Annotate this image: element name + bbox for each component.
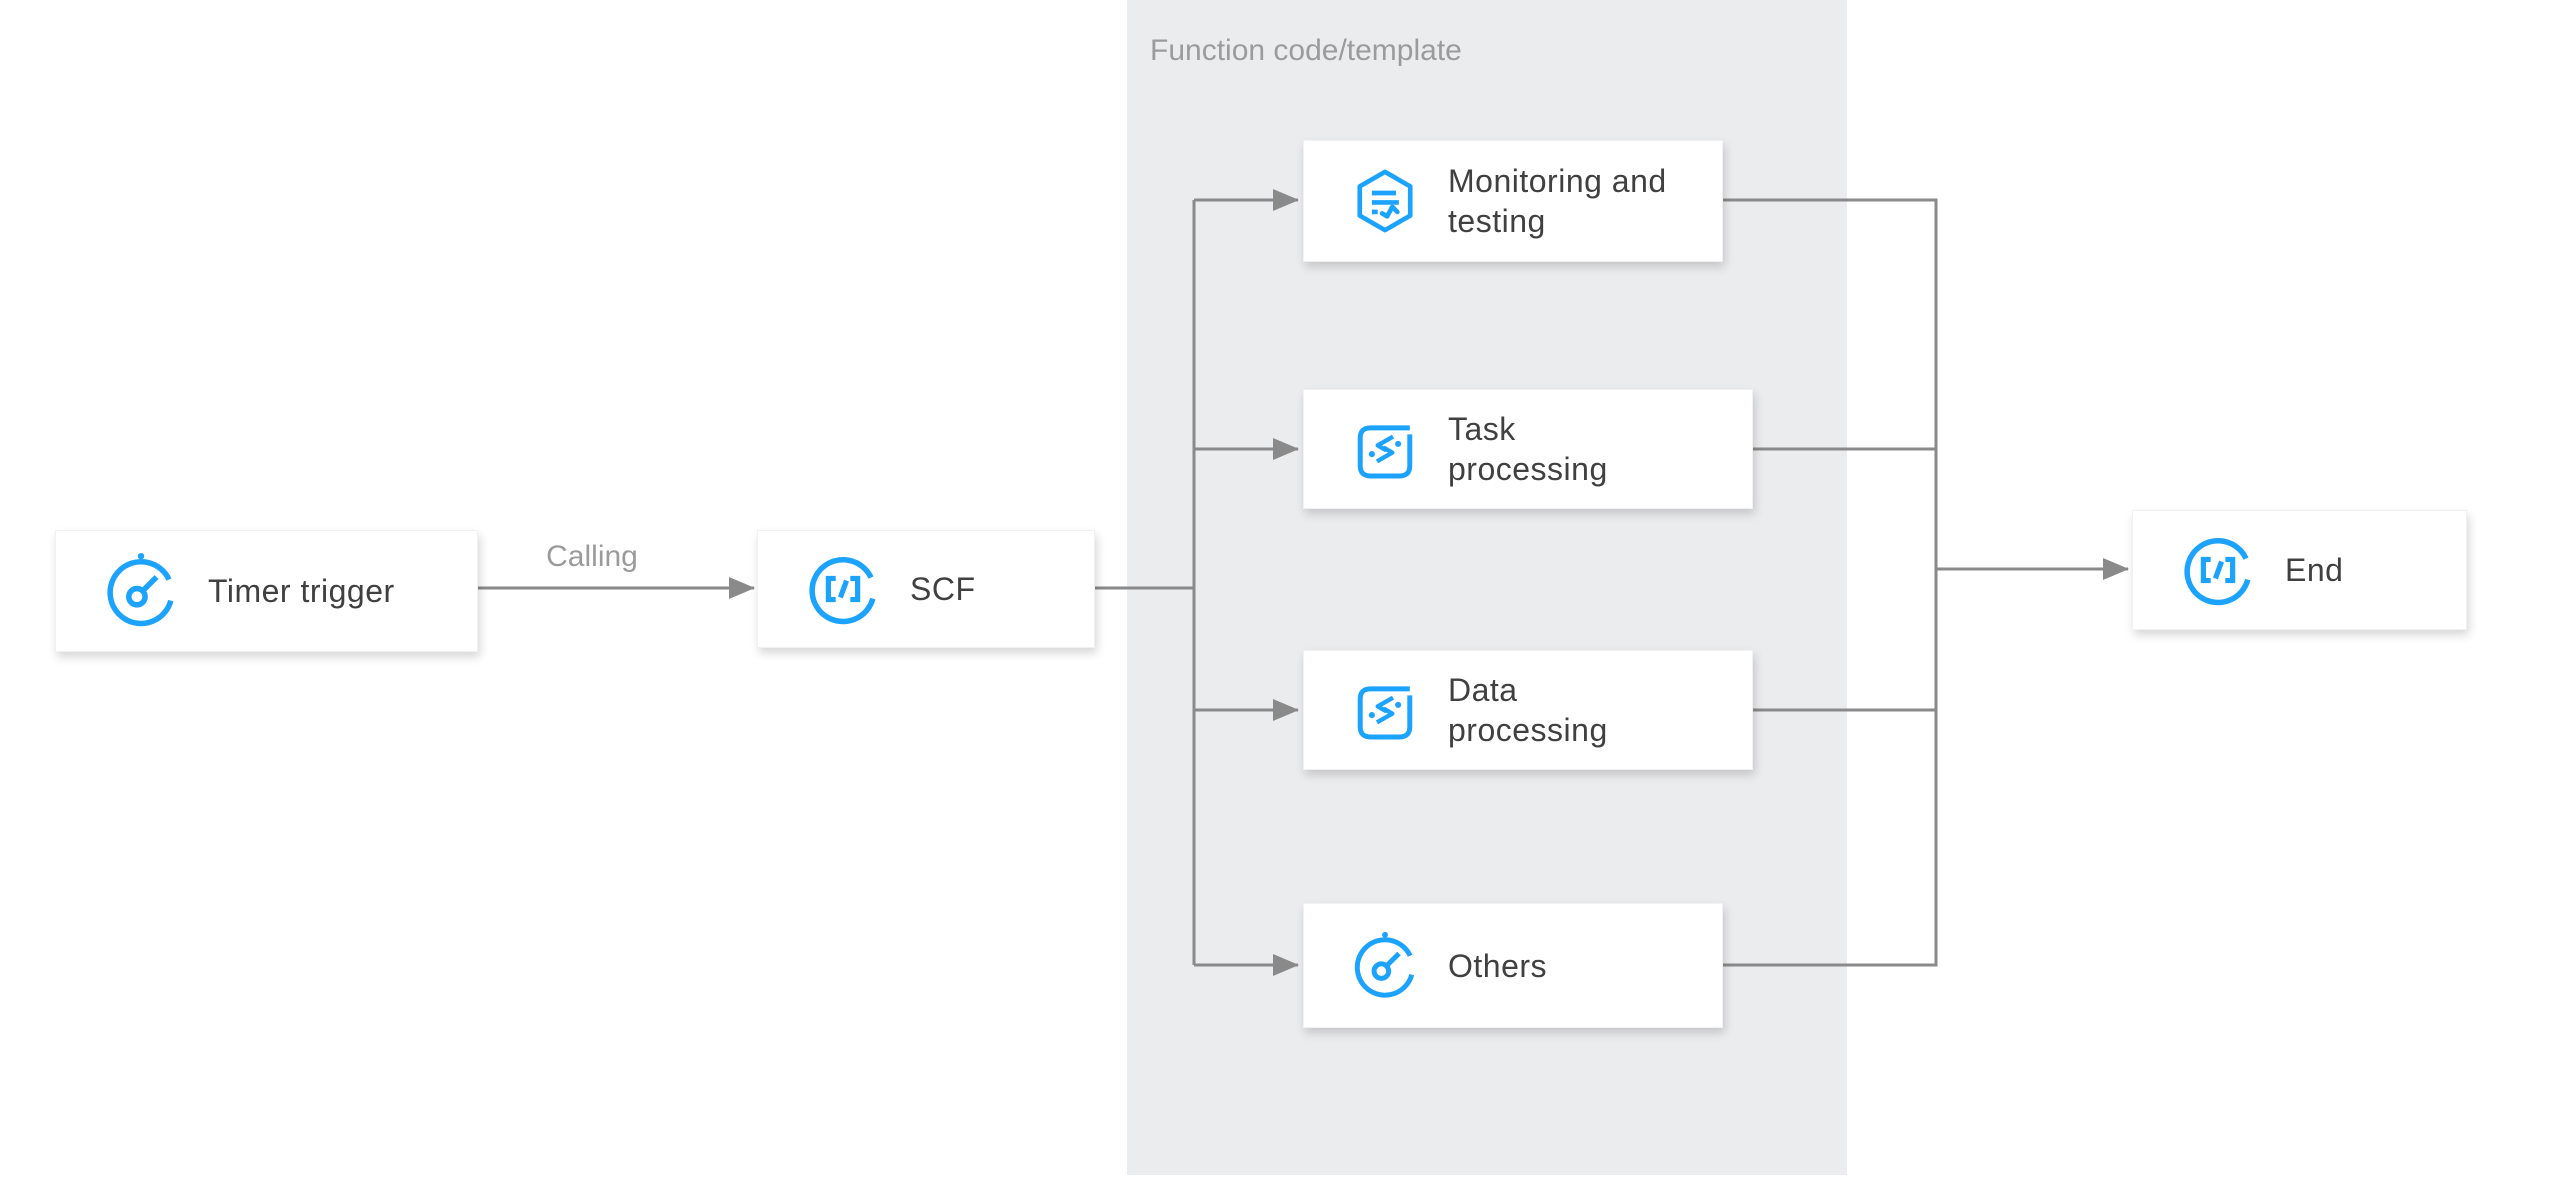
processing-icon bbox=[1350, 414, 1420, 484]
node-end: End bbox=[2132, 510, 2467, 630]
panel-title: Function code/template bbox=[1150, 34, 1462, 67]
scf-icon bbox=[804, 550, 882, 628]
node-task-processing: Task processing bbox=[1303, 389, 1753, 509]
node-timer-trigger: Timer trigger bbox=[55, 530, 478, 652]
edge-label-calling: Calling bbox=[546, 540, 638, 573]
node-label: Monitoring and testing bbox=[1448, 163, 1667, 239]
timer-icon bbox=[102, 552, 180, 630]
node-others: Others bbox=[1303, 903, 1723, 1028]
node-monitoring-and-testing: Monitoring and testing bbox=[1303, 140, 1723, 262]
monitoring-icon bbox=[1350, 166, 1420, 236]
node-label: Timer trigger bbox=[208, 573, 395, 609]
node-label: Data processing bbox=[1448, 672, 1608, 748]
node-label: SCF bbox=[910, 571, 976, 607]
node-label: End bbox=[2285, 552, 2344, 588]
processing-icon bbox=[1350, 675, 1420, 745]
scf-icon bbox=[2179, 531, 2257, 609]
node-label: Others bbox=[1448, 947, 1548, 984]
node-label: Task processing bbox=[1448, 411, 1608, 487]
node-scf: SCF bbox=[757, 530, 1095, 648]
node-data-processing: Data processing bbox=[1303, 650, 1753, 770]
timer-icon bbox=[1350, 931, 1420, 1001]
